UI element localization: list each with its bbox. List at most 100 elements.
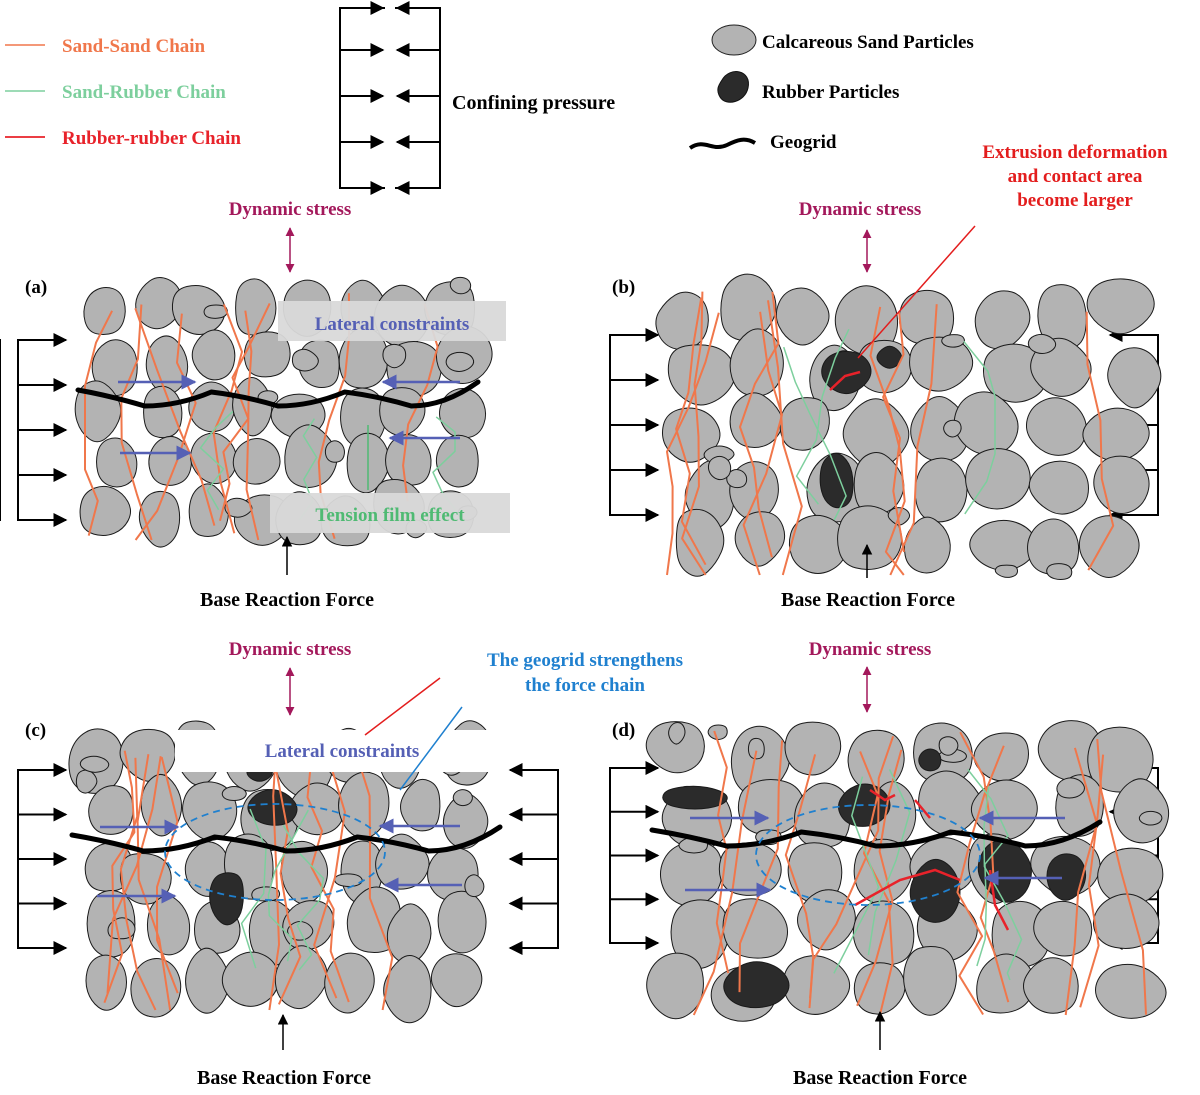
sand-particle: [143, 385, 183, 439]
sand-particle: [903, 946, 957, 1016]
sand-sand-chain: [352, 745, 394, 1011]
rubber-rubber-chain: [854, 788, 1010, 931]
rubber-particle: [209, 872, 244, 926]
sand-rubber-chain: [833, 776, 880, 974]
sand-particle: [797, 889, 856, 951]
sand-sand-chain: [268, 736, 302, 1005]
sand-rubber-chain: [867, 768, 911, 956]
sand-particle: [203, 304, 228, 319]
panel-c-label: (c): [25, 720, 46, 741]
sand-particle: [969, 519, 1037, 571]
sand-particle: [145, 335, 189, 395]
sand-particle: [1113, 778, 1170, 844]
sand-rubber-chain: [782, 346, 847, 521]
panel-a-label: (a): [25, 277, 47, 298]
sand-particle: [938, 736, 959, 756]
sand-sand-chain: [156, 756, 179, 994]
sand-particle: [452, 789, 473, 807]
rubber-chain-pointer: [364, 677, 441, 736]
sand-particle: [837, 505, 903, 570]
panel-c-base-reaction: Base Reaction Force: [197, 1067, 371, 1089]
sand-particle: [734, 511, 786, 567]
sand-particle: [1095, 963, 1167, 1019]
sand-particle: [1028, 460, 1089, 515]
sand-sand-chain: [692, 750, 758, 1016]
sand-particle: [1086, 278, 1155, 335]
sand-sand-label: Sand-Sand Chain: [62, 36, 206, 57]
panel-c-dynamic-stress: Dynamic stress: [229, 639, 352, 660]
panel-a-lateral-constraints: Lateral constraints: [315, 314, 470, 335]
panel-b-extrusion-line: Extrusion deformation: [982, 142, 1168, 163]
lateral-label-bg: [278, 301, 506, 341]
sand-particle: [243, 331, 291, 378]
geogrid-line: [75, 379, 481, 409]
sand-sand-chain: [784, 754, 817, 999]
sand-particle: [334, 873, 363, 888]
sand-particle: [667, 344, 736, 406]
rubber-rubber-label: Rubber-rubber Chain: [62, 128, 241, 149]
sand-particle: [1107, 347, 1162, 409]
panel-d-base-reaction: Base Reaction Force: [793, 1067, 967, 1089]
sand-sand-chain: [306, 749, 350, 1003]
sand-particle: [645, 721, 705, 774]
lateral-label-bg: [175, 730, 505, 772]
sand-sand-chain: [738, 740, 784, 993]
panel-d-dynamic-stress: Dynamic stress: [809, 639, 932, 660]
sand-sand-chain: [742, 311, 783, 576]
sand-particle: [274, 945, 328, 1010]
sand-particle: [782, 955, 851, 1015]
geogrid-swatch: [688, 137, 757, 150]
rubber-particle-swatch: [717, 71, 749, 103]
sand-sand-chain: [889, 304, 938, 576]
sand-particle: [430, 953, 483, 1008]
sand-particle: [1087, 726, 1154, 793]
sand-sand-chain: [681, 291, 707, 576]
sand-sand-chain: [120, 304, 153, 541]
sand-particle: [88, 785, 134, 835]
panel-b-extrusion-line: and contact area: [1008, 166, 1143, 187]
sand-particle: [400, 778, 441, 832]
panel-c-geogrid-note-line: the force chain: [525, 675, 645, 696]
sand-particle: [1092, 893, 1160, 949]
sand-particle: [464, 874, 485, 898]
sand-sand-chain: [1085, 311, 1115, 571]
sand-sand-chain: [675, 297, 707, 566]
sand-sand-chain: [244, 310, 260, 541]
rubber-particle: [1046, 853, 1087, 901]
sand-particle: [188, 381, 236, 433]
sand-sand-chain: [1064, 747, 1098, 1016]
panel-d-label: (d): [612, 720, 635, 741]
sand-sand-chain: [212, 304, 243, 534]
confining-arrows: [0, 333, 68, 527]
calcareous-sand-label: Calcareous Sand Particles: [762, 32, 974, 53]
confining-arrows: [17, 763, 559, 955]
sand-particle: [291, 348, 319, 372]
rubber-particles-label: Rubber Particles: [762, 82, 899, 103]
sand-particle: [775, 287, 830, 346]
panel-b-extrusion-line: become larger: [1017, 190, 1133, 211]
sand-particle: [232, 377, 273, 437]
sand-particle: [914, 457, 968, 523]
sand-particle: [941, 334, 965, 348]
geogrid-line: [649, 819, 1103, 849]
sand-particle: [730, 725, 790, 797]
extrusion-pointer: [857, 225, 976, 359]
sand-particle: [1078, 515, 1140, 578]
sand-particle: [1046, 563, 1073, 580]
rubber-rubber-chain: [829, 370, 861, 391]
sand-particle: [385, 434, 432, 486]
sand-particle: [79, 755, 110, 773]
rubber-particle: [918, 748, 942, 772]
confining-arrows: [609, 761, 1159, 950]
sand-particle: [720, 273, 777, 342]
sand-sand-chain: [956, 745, 1005, 1016]
geogrid-zone-ellipse: [755, 804, 981, 906]
sand-particle: [965, 448, 1031, 510]
sand-rubber-chain: [795, 328, 850, 505]
sand-particle: [190, 432, 238, 485]
panel-c-geogrid-note-line: The geogrid strengthens: [487, 650, 683, 671]
sand-rubber-chain: [963, 340, 996, 515]
sand-particle: [445, 351, 475, 372]
